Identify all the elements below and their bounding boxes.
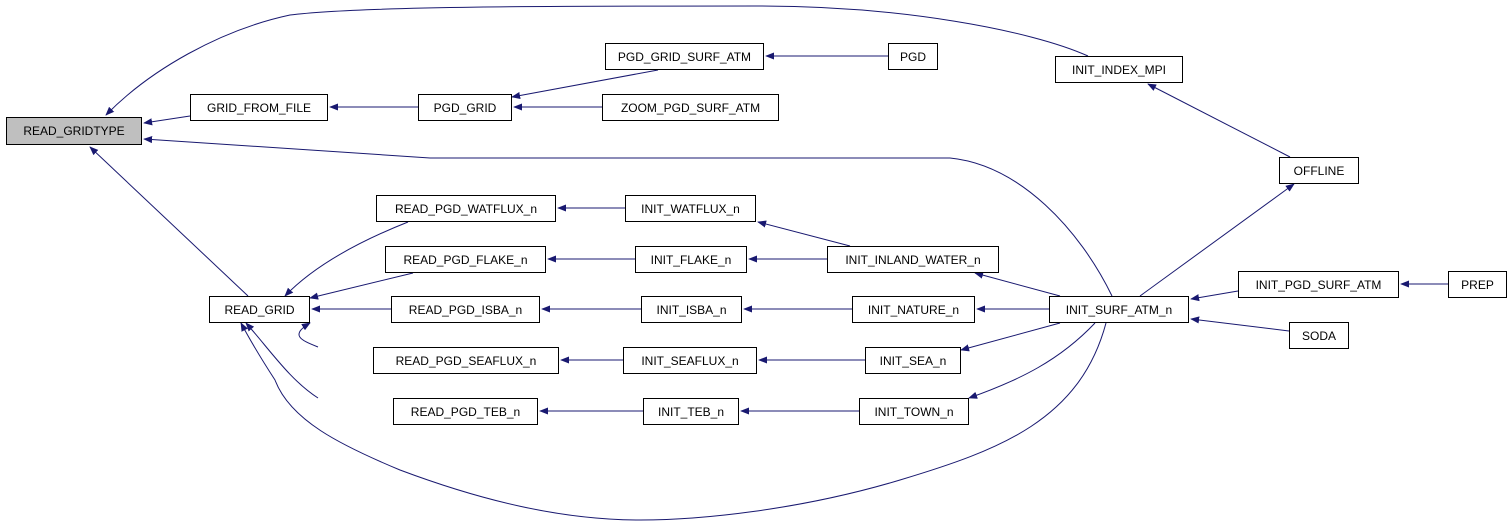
node-read-pgd-isba-n[interactable]: READ_PGD_ISBA_n (391, 296, 540, 323)
node-init-index-mpi[interactable]: INIT_INDEX_MPI (1055, 56, 1183, 83)
node-pgd-grid[interactable]: PGD_GRID (418, 94, 512, 121)
edge-read-pgd-flake-n-to-read-grid (309, 272, 414, 300)
node-init-inland-water-n[interactable]: INIT_INLAND_WATER_n (827, 246, 999, 273)
node-init-watflux-n[interactable]: INIT_WATFLUX_n (625, 195, 756, 222)
edge-init-surf-atm-n-to-read-grid (240, 322, 1107, 521)
node-init-seaflux-n[interactable]: INIT_SEAFLUX_n (623, 347, 757, 374)
edge-read-pgd-watflux-n-to-read-grid (284, 221, 409, 297)
edge-soda-to-init-surf-atm-n (1190, 316, 1290, 332)
edge-init-surf-atm-n-to-offline (1139, 183, 1295, 297)
node-init-teb-n[interactable]: INIT_TEB_n (643, 398, 739, 425)
node-read-pgd-teb-n[interactable]: READ_PGD_TEB_n (393, 398, 538, 425)
node-prep[interactable]: PREP (1448, 271, 1507, 298)
edge-read-pgd-seaflux-n-to-read-grid (298, 322, 319, 348)
node-init-pgd-surf-atm[interactable]: INIT_PGD_SURF_ATM (1238, 271, 1399, 298)
node-init-isba-n[interactable]: INIT_ISBA_n (641, 296, 742, 323)
edge-offline-to-init-index-mpi (1147, 83, 1291, 158)
node-init-nature-n[interactable]: INIT_NATURE_n (852, 296, 975, 323)
edge-init-surf-atm-n-to-read-gridtype (143, 135, 1113, 297)
edge-init-surf-atm-n-to-init-town-n (968, 322, 1096, 399)
node-read-grid[interactable]: READ_GRID (209, 296, 310, 323)
edge-init-surf-atm-n-to-init-inland-water-n (974, 271, 1061, 297)
node-soda[interactable]: SODA (1289, 322, 1349, 349)
edge-grid-from-file-to-read-gridtype (143, 115, 191, 126)
edge-read-pgd-teb-n-to-read-grid (245, 322, 319, 399)
node-pgd-grid-surf-atm[interactable]: PGD_GRID_SURF_ATM (605, 43, 764, 70)
node-read-gridtype: READ_GRIDTYPE (6, 117, 142, 145)
node-init-flake-n[interactable]: INIT_FLAKE_n (635, 246, 747, 273)
node-read-pgd-seaflux-n[interactable]: READ_PGD_SEAFLUX_n (373, 347, 559, 374)
node-read-pgd-watflux-n[interactable]: READ_PGD_WATFLUX_n (376, 195, 556, 222)
node-offline[interactable]: OFFLINE (1279, 157, 1359, 184)
node-init-sea-n[interactable]: INIT_SEA_n (865, 347, 961, 374)
edge-init-inland-water-n-to-init-watflux-n (757, 220, 851, 247)
node-read-pgd-flake-n[interactable]: READ_PGD_FLAKE_n (385, 246, 546, 273)
edge-init-index-mpi-to-read-gridtype (105, 5, 1089, 116)
node-init-town-n[interactable]: INIT_TOWN_n (859, 398, 969, 425)
node-pgd[interactable]: PGD (888, 43, 938, 70)
node-zoom-pgd-surf-atm[interactable]: ZOOM_PGD_SURF_ATM (602, 94, 779, 121)
node-init-surf-atm-n[interactable]: INIT_SURF_ATM_n (1049, 296, 1189, 323)
edge-read-grid-to-read-gridtype (89, 146, 249, 297)
node-grid-from-file[interactable]: GRID_FROM_FILE (190, 94, 328, 121)
edge-pgd-grid-surf-atm-to-pgd-grid (511, 69, 659, 100)
edge-init-pgd-surf-atm-to-init-surf-atm-n (1190, 290, 1239, 302)
edge-init-surf-atm-n-to-init-sea-n (960, 322, 1061, 352)
